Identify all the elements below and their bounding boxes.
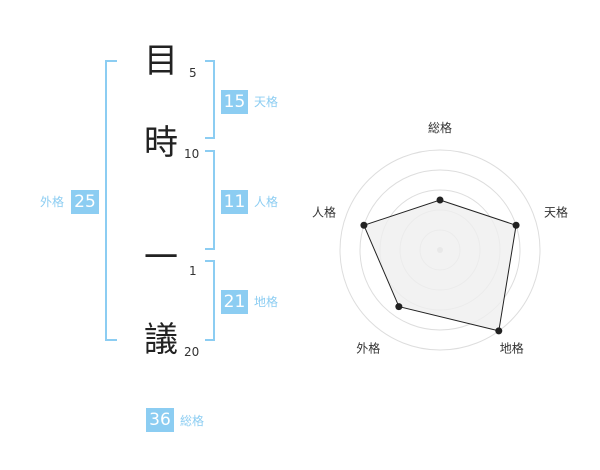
stroke-count-3: 1 [189,264,197,278]
radar-ring [339,149,541,351]
chikaku-bracket [205,260,215,341]
radar-axis-label: 人格 [312,204,336,219]
stroke-count-2: 10 [184,147,200,161]
radar-axis-label: 天格 [544,204,568,219]
soukaku-label: 総格 [180,414,205,428]
name-char-3: 一 [144,238,178,278]
tenkaku-label: 天格 [254,95,279,109]
name-char-4: 議 [144,320,178,360]
radar-ring [359,169,521,331]
tenkaku-bracket [205,60,215,139]
stroke-count-4: 20 [184,345,200,359]
radar-axis-label: 地格 [500,341,524,356]
radar-point-1 [436,196,444,204]
jinkaku-label: 人格 [254,195,279,209]
radar-point-5 [360,221,368,229]
radar-point-2 [512,221,520,229]
radar-axis-label: 外格 [356,341,380,356]
chikaku-badge: 21 [221,290,248,314]
jinkaku-badge: 11 [221,190,248,214]
stroke-count-1: 5 [189,66,197,80]
radar-point-3 [495,327,503,335]
radar-point-4 [395,303,403,311]
radar-axis-label: 総格 [428,120,452,135]
gaikaku-badge: 25 [71,190,99,214]
tenkaku-badge: 15 [221,90,248,114]
radar-area [363,199,517,332]
name-char-1: 目 [144,41,178,81]
name-char-2: 時 [144,123,178,163]
gaikaku-label: 外格 [40,195,65,209]
soukaku-badge: 36 [146,408,174,432]
gaikaku-bracket [105,60,117,341]
chikaku-label: 地格 [254,295,279,309]
jinkaku-bracket [205,150,215,250]
